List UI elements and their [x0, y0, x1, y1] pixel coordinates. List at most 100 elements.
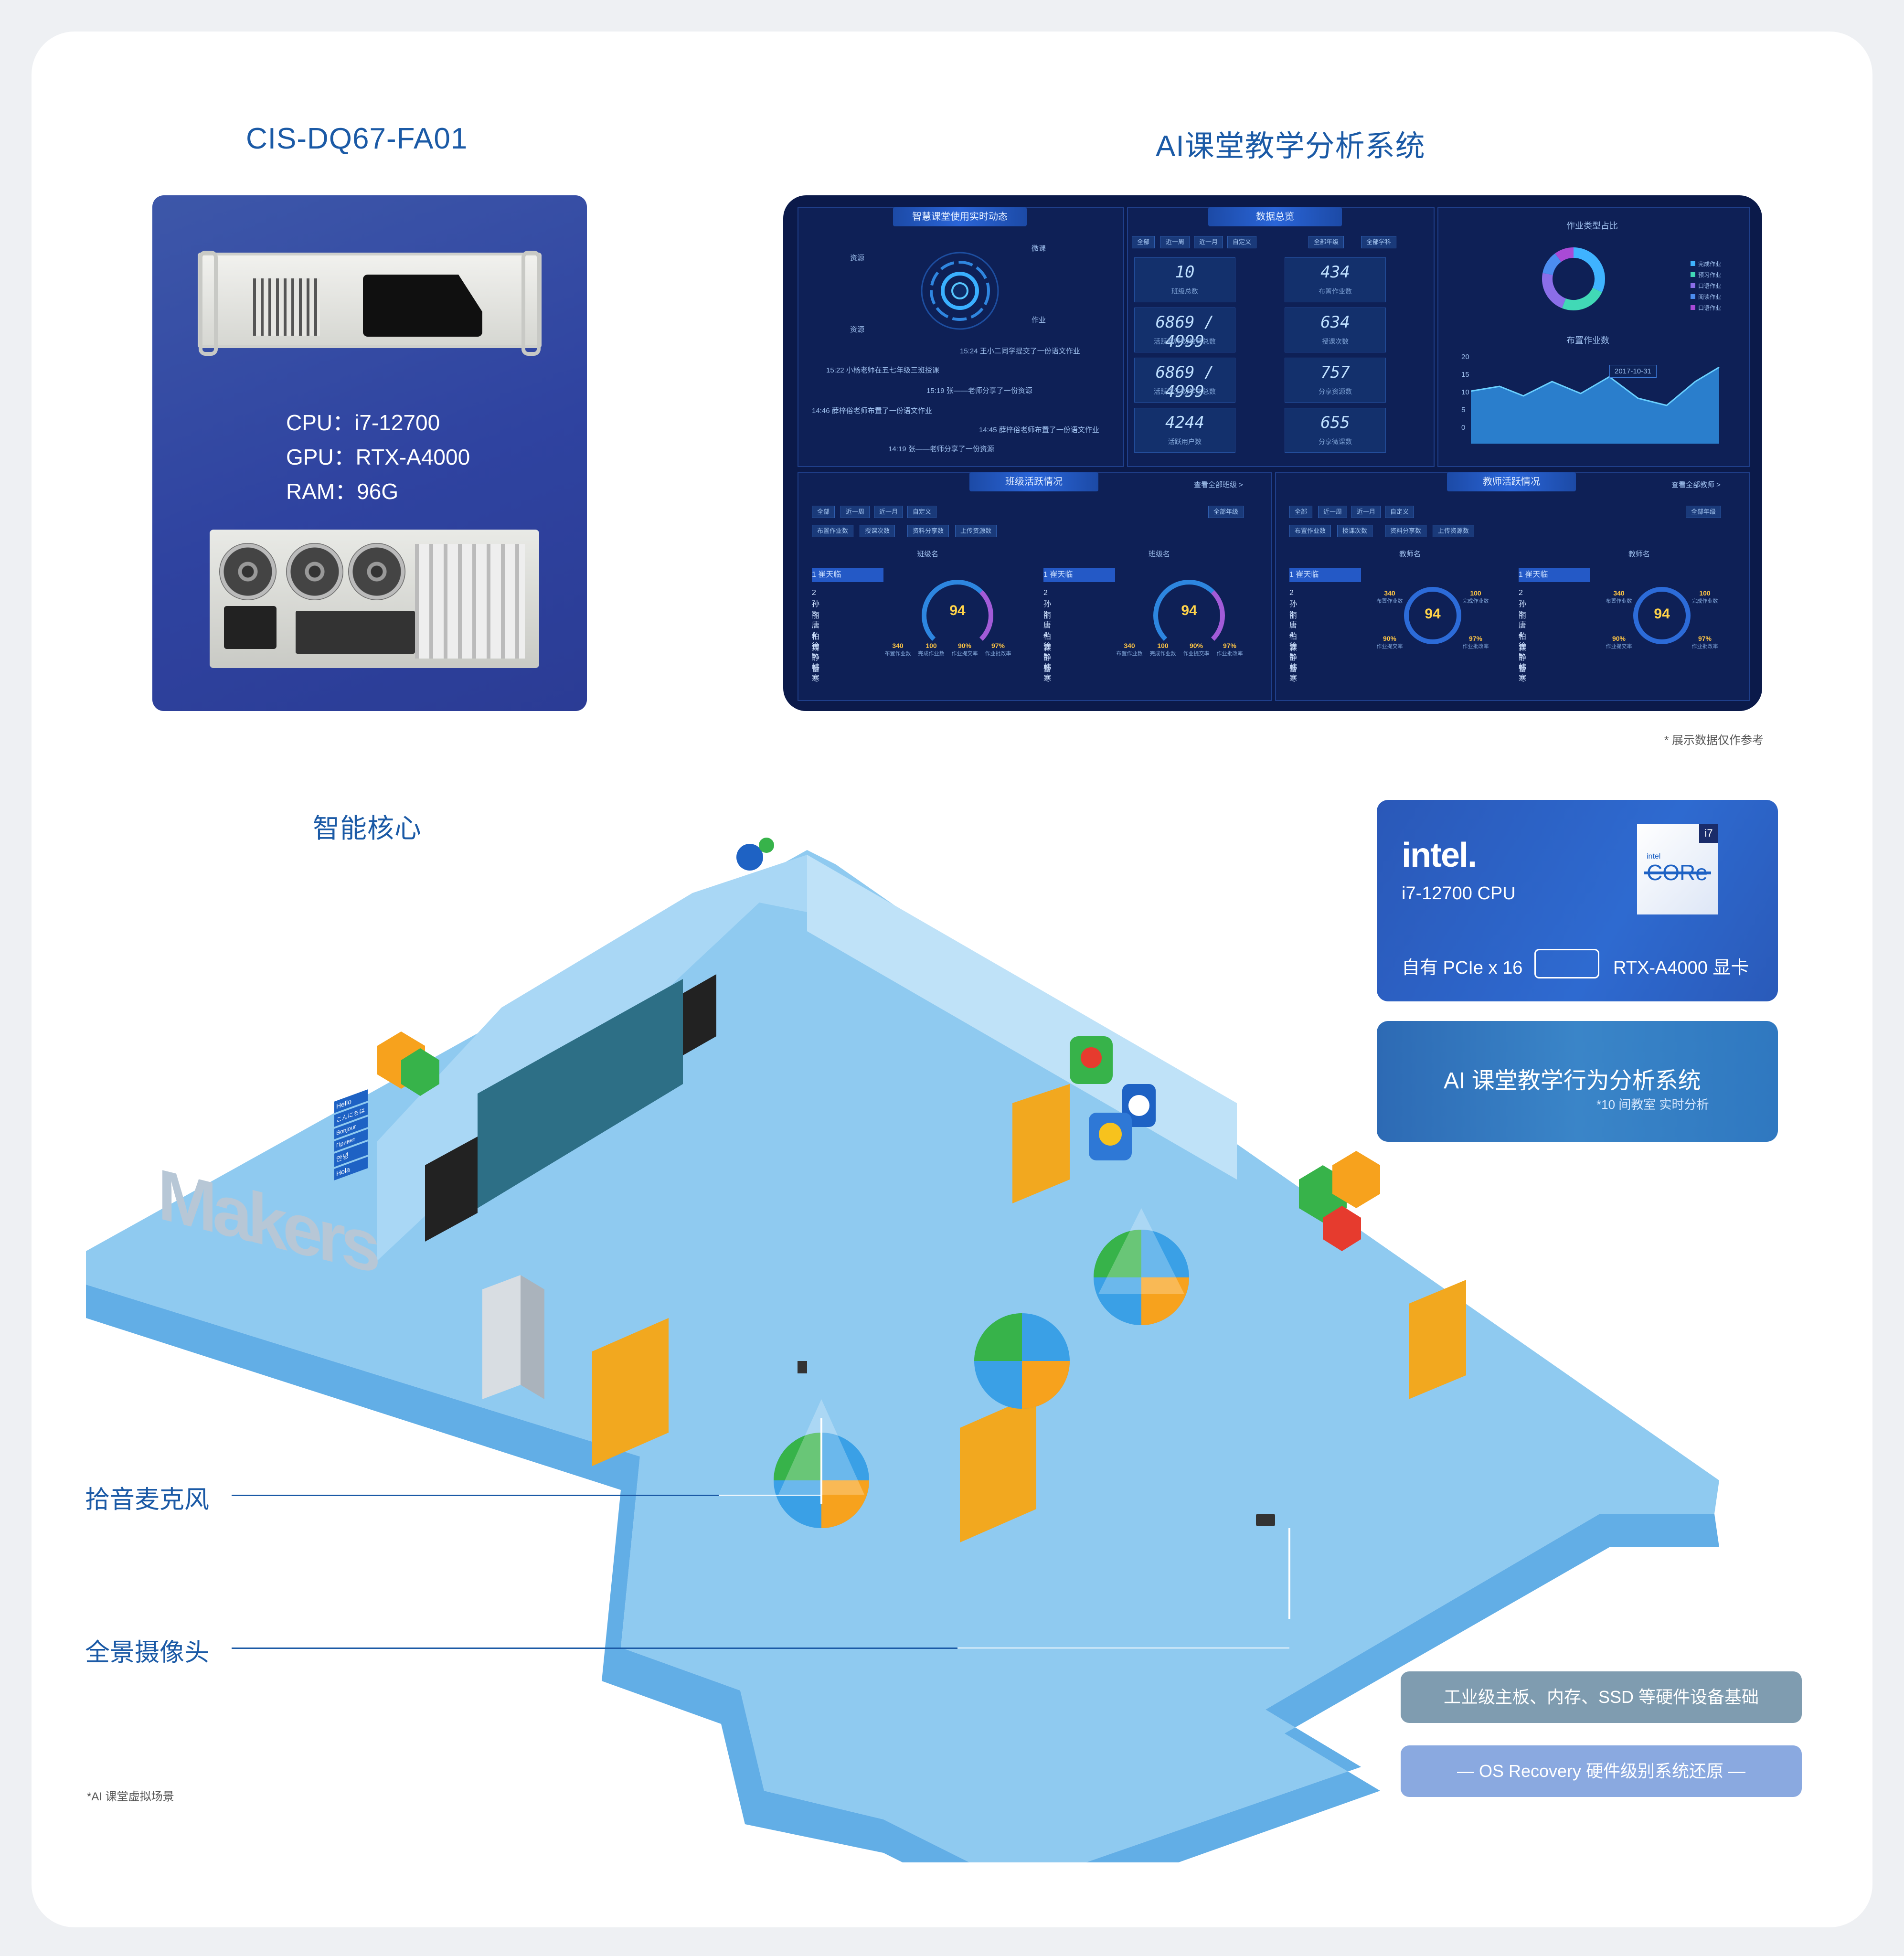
scene-title: 智能核心	[313, 813, 422, 843]
class-tab[interactable]: 近一月	[874, 506, 904, 518]
donut-slice	[1555, 247, 1574, 262]
class-subtab[interactable]: 资料分享数	[907, 525, 949, 537]
product-model-title: CIS-DQ67-FA01	[246, 122, 468, 155]
overview-tab[interactable]: 近一月	[1194, 236, 1223, 248]
teacher-activity-heading: 教师活跃情况	[1447, 472, 1576, 491]
globe-icon	[736, 838, 774, 871]
teacher-column-heading: 教师名	[1628, 550, 1650, 558]
mic-label: 拾音麦克风	[85, 1486, 210, 1514]
trend-tooltip: 2017-10-31	[1609, 365, 1657, 378]
usage-ring-graphic	[921, 252, 999, 330]
class-tab[interactable]: 自定义	[907, 506, 937, 518]
trend-heading: 布置作业数	[1566, 336, 1609, 345]
fan-icon	[286, 543, 343, 600]
feed-item: 14:19 张——老师分享了一份资源	[888, 445, 994, 453]
teacher-column-heading: 教师名	[1399, 550, 1421, 558]
chassis-vent	[253, 278, 320, 336]
mic-leader-line	[232, 1495, 719, 1496]
class-score-gauge: 94	[1153, 580, 1225, 651]
legend-item: 阅读作业	[1691, 293, 1721, 301]
location-pin-icon	[1070, 1036, 1113, 1084]
hello-tag-list: Hello こんにちは Bonjour Привет 안녕 Hola	[334, 1089, 368, 1180]
fan-icon	[219, 543, 277, 600]
teacher-subtab[interactable]: 资料分享数	[1385, 525, 1427, 537]
dashboard-title: AI课堂教学分析系统	[1156, 130, 1425, 163]
classroom-illustration	[86, 838, 1719, 1862]
dashboard-footnote: * 展示数据仅作参考	[1664, 734, 1764, 747]
spec-ram: RAM：96G	[286, 479, 399, 504]
class-activity-heading: 班级活跃情况	[969, 472, 1098, 491]
class-column-heading: 班级名	[1149, 550, 1170, 558]
core-badge: intel CORe i7	[1637, 824, 1718, 914]
teacher-subtab[interactable]: 布置作业数	[1289, 525, 1331, 537]
donut-slice	[1562, 287, 1602, 310]
subject-select[interactable]: 全部学科	[1361, 236, 1397, 248]
teacher-mini-stat: 90%作业提交率	[1376, 635, 1403, 649]
types-heading: 作业类型占比	[1566, 221, 1618, 231]
ring-label: 微课	[1032, 244, 1046, 253]
os-recovery-pill: — OS Recovery 硬件级别系统还原 —	[1401, 1745, 1802, 1797]
usage-panel	[798, 207, 1124, 467]
overview-heading: 数据总览	[1208, 207, 1342, 226]
chassis-handle-right	[521, 251, 541, 356]
io-ports	[296, 611, 415, 654]
class-score-gauge: 94	[922, 580, 993, 651]
teacher-subtab[interactable]: 上传资源数	[1433, 525, 1475, 537]
legend-item: 口语作业	[1691, 304, 1721, 312]
dashboard-screenshot: 智慧课堂使用实时动态 资源 微课 作业 资源 15:24 王小二同学提交了一份语…	[783, 195, 1762, 711]
spec-gpu: GPU：RTX-A4000	[286, 445, 470, 469]
play-icon	[1323, 1206, 1361, 1251]
phone-icon	[1332, 1151, 1380, 1208]
teacher-more-link[interactable]: 查看全部教师 >	[1671, 481, 1721, 489]
class-grade-select[interactable]: 全部年级	[1208, 506, 1244, 518]
teacher-tab[interactable]: 近一月	[1351, 506, 1381, 518]
gpu-text: RTX-A4000 显卡	[1613, 958, 1749, 978]
overview-tab[interactable]: 近一周	[1160, 236, 1190, 248]
ai-system-subtitle: *10 间教室 实时分析	[1596, 1097, 1709, 1112]
grade-select[interactable]: 全部年级	[1308, 236, 1344, 248]
class-tab[interactable]: 近一周	[840, 506, 870, 518]
class-mini-stat: 97%作业批改率	[985, 642, 1011, 657]
overview-tab[interactable]: 全部	[1132, 236, 1155, 248]
teacher-tab[interactable]: 全部	[1289, 506, 1313, 518]
donut-chart	[1542, 247, 1605, 310]
overview-tab[interactable]: 自定义	[1227, 236, 1257, 248]
class-more-link[interactable]: 查看全部班级 >	[1194, 481, 1243, 489]
ring-label: 资源	[850, 254, 865, 262]
fan-icon	[348, 543, 405, 600]
hardware-foundation-pill: 工业级主板、内存、SSD 等硬件设备基础	[1401, 1671, 1802, 1723]
intel-logo: intel.	[1402, 836, 1477, 874]
class-subtab[interactable]: 上传资源数	[955, 525, 997, 537]
teacher-mini-stat: 97%作业批改率	[1691, 635, 1718, 649]
pcie-text: 自有 PCIe x 16	[1402, 958, 1523, 978]
feed-item: 14:45 薛梓俗老师布置了一份语文作业	[979, 426, 1099, 434]
teacher-tab[interactable]: 近一周	[1318, 506, 1348, 518]
legend-item: 口语作业	[1691, 282, 1721, 290]
panoramic-camera-icon	[1256, 1514, 1275, 1526]
teacher-tab[interactable]: 自定义	[1385, 506, 1415, 518]
teacher-score-gauge: 94	[1404, 587, 1461, 644]
trend-y-axis: 20 15 10 5 0	[1461, 353, 1469, 432]
feed-item: 15:24 王小二同学提交了一份语文作业	[960, 347, 1080, 355]
cpu-model: i7-12700 CPU	[1402, 883, 1516, 904]
chassis-back-image	[210, 530, 539, 668]
intel-card: intel. i7-12700 CPU intel CORe i7 自有 PCI…	[1377, 800, 1778, 1001]
class-tab[interactable]: 全部	[812, 506, 835, 518]
camera-label: 全景摄像头	[85, 1639, 210, 1667]
teacher-subtab[interactable]: 授课次数	[1337, 525, 1373, 537]
class-mini-stat: 97%作业批改率	[1216, 642, 1243, 657]
teacher-mini-stat: 90%作业提交率	[1606, 635, 1632, 649]
chassis-front-image	[198, 251, 542, 356]
class-subtab[interactable]: 布置作业数	[812, 525, 854, 537]
class-subtab[interactable]: 授课次数	[860, 525, 895, 537]
teacher-grade-select[interactable]: 全部年级	[1686, 506, 1722, 518]
legend-item: 预习作业	[1691, 271, 1721, 279]
product-panel: CPU：i7-12700 GPU：RTX-A4000 RAM：96G	[152, 195, 587, 711]
expansion-slots	[415, 544, 525, 659]
donut-slice	[1573, 247, 1605, 293]
